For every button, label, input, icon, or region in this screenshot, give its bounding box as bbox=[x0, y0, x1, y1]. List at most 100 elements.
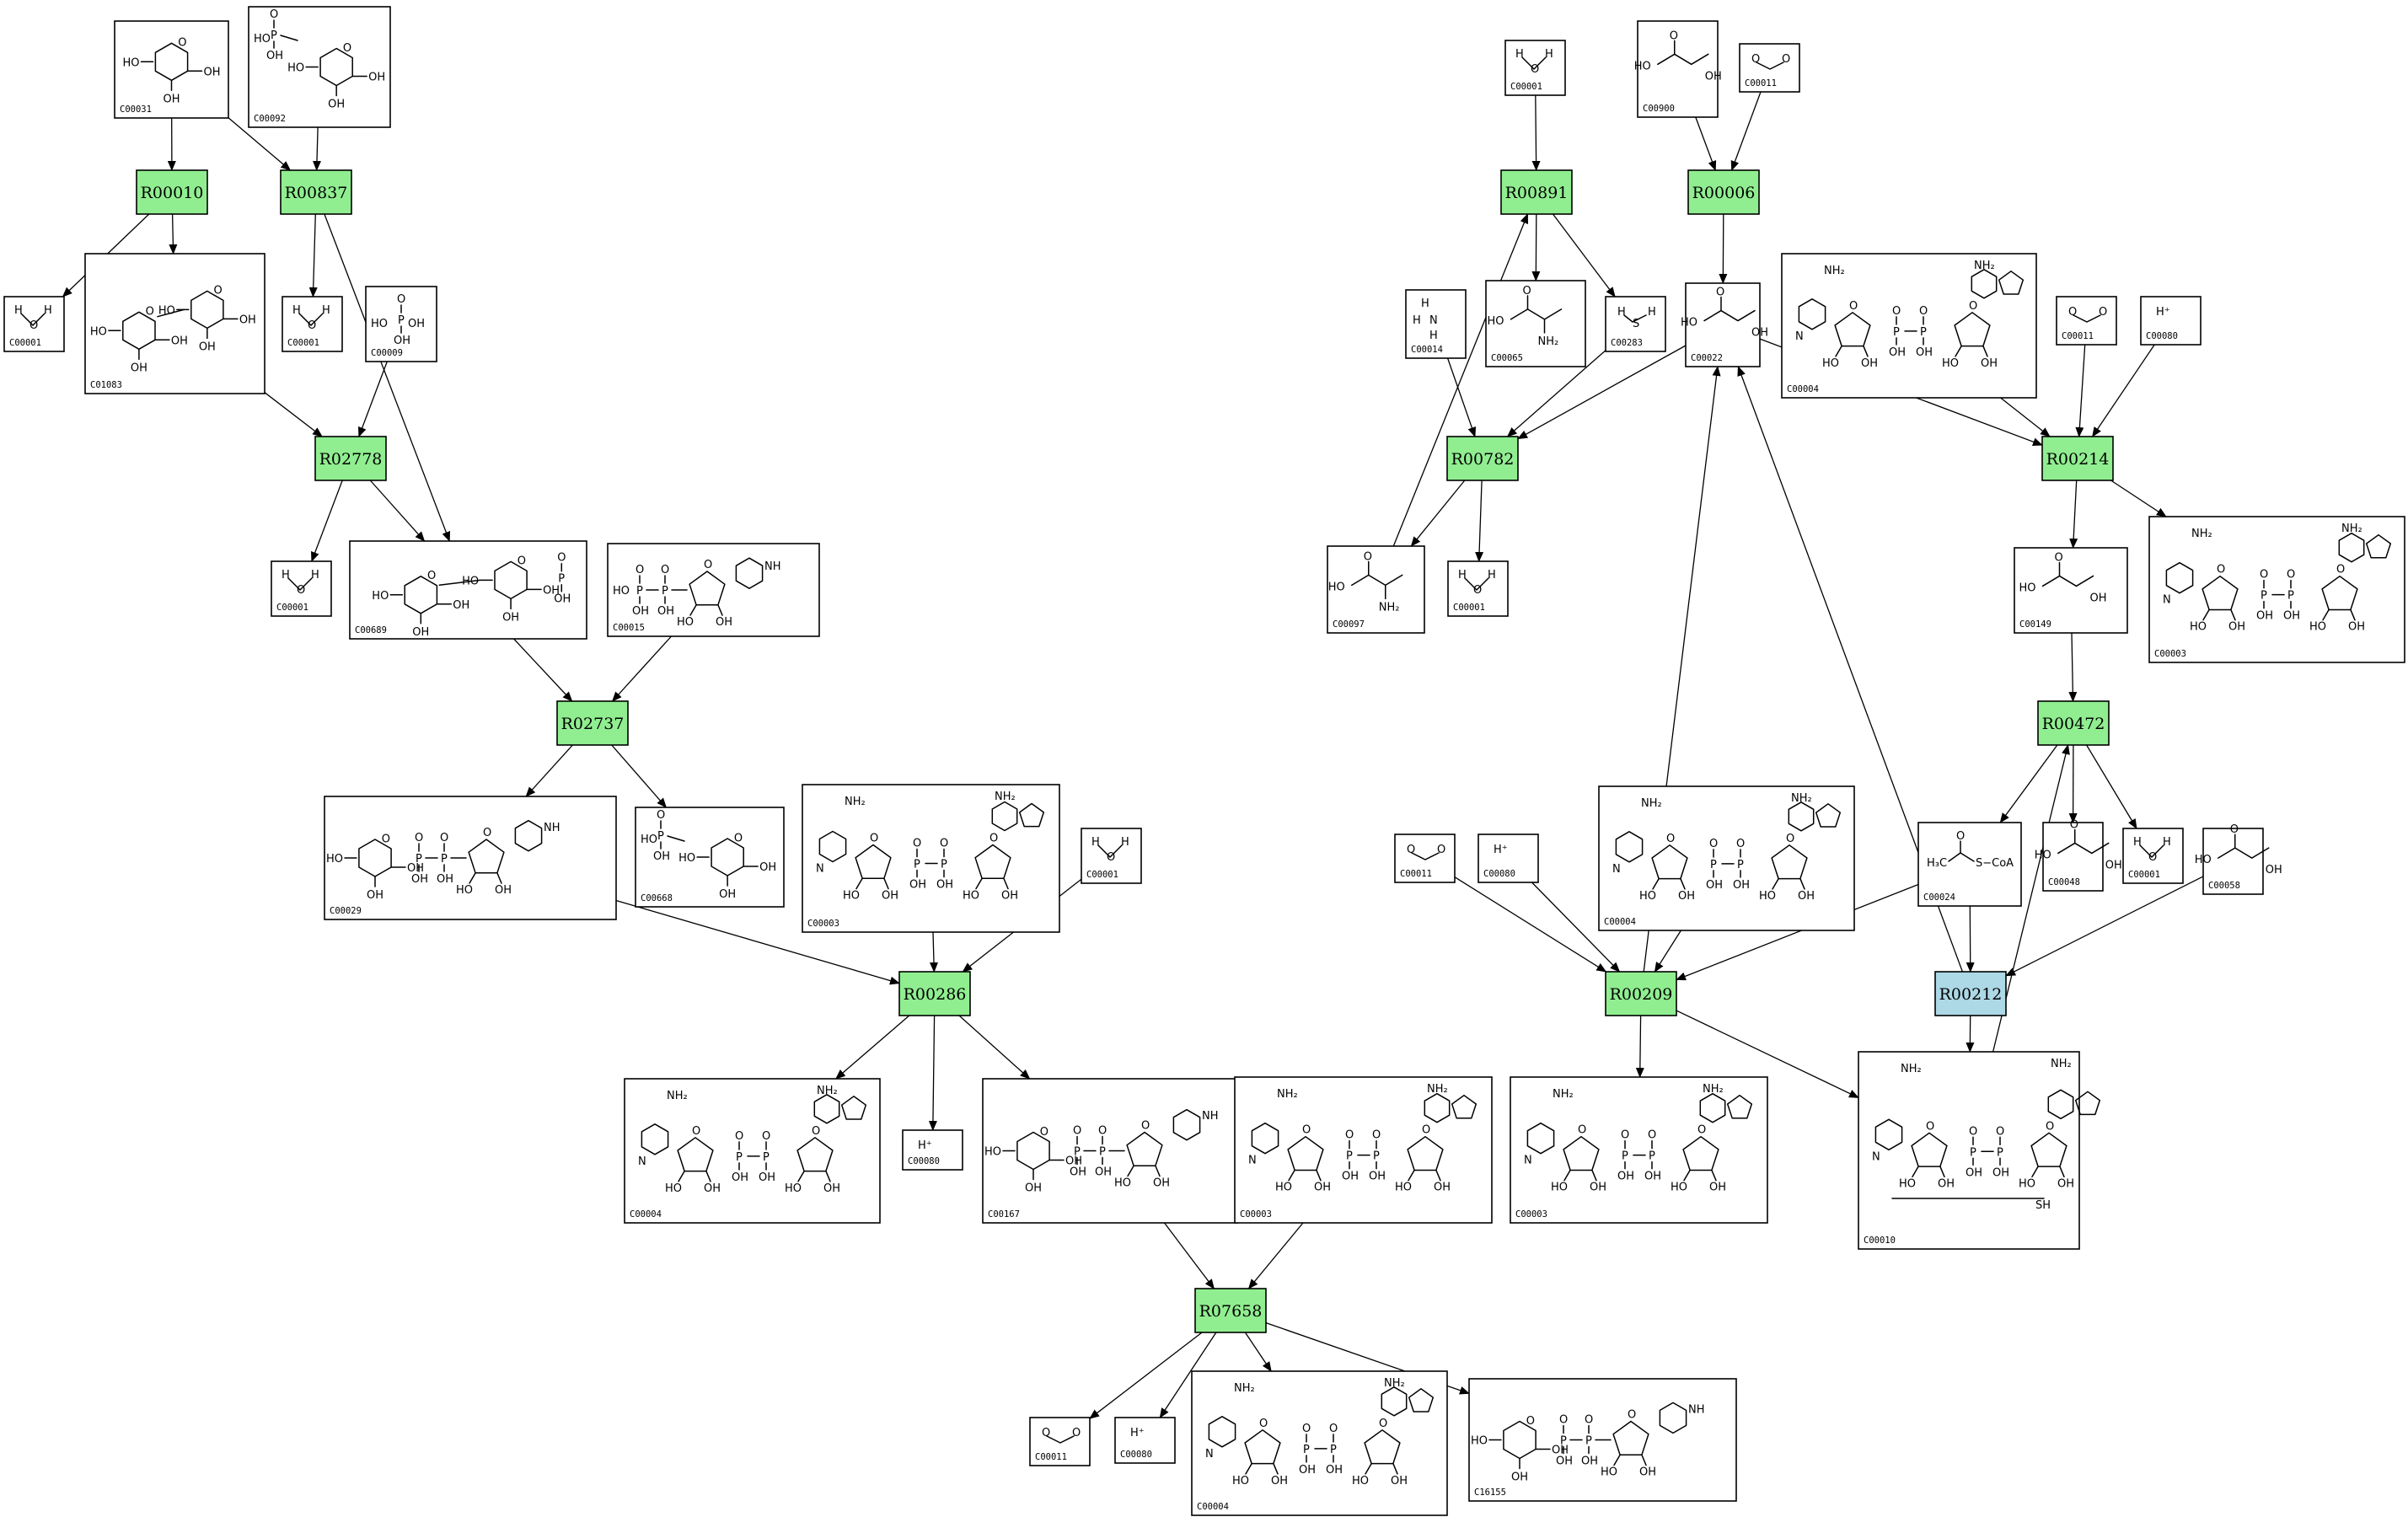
hydroxyl-bond bbox=[1288, 1169, 1295, 1182]
phosphorus-label: P bbox=[2261, 590, 2267, 603]
purine-ring bbox=[1699, 1092, 1726, 1123]
reaction-box bbox=[314, 436, 387, 481]
reaction-node[interactable]: R00891 bbox=[1500, 169, 1573, 215]
glycosidic-bond bbox=[157, 308, 185, 318]
hydroxyl-label: OH bbox=[716, 616, 732, 629]
hydroxyl-label: OH bbox=[1981, 357, 1998, 370]
water-bond bbox=[287, 577, 313, 591]
reaction-node[interactable]: R00006 bbox=[1687, 169, 1760, 215]
compound-node[interactable]: H⁺C00080 bbox=[1478, 834, 1539, 883]
reaction-edge bbox=[1719, 213, 1728, 284]
reaction-node[interactable]: R00286 bbox=[898, 971, 971, 1016]
compound-box bbox=[2014, 547, 2128, 634]
reaction-node[interactable]: R07658 bbox=[1194, 1288, 1267, 1333]
oxygen-label: O bbox=[1407, 844, 1415, 856]
compound-node[interactable]: H⁺C00080 bbox=[1114, 1417, 1176, 1464]
purine-ring bbox=[991, 801, 1018, 832]
hydroxyl-label: HO bbox=[1759, 890, 1776, 903]
oxygen-label: O bbox=[1098, 1125, 1107, 1138]
hydroxyl-label: OH bbox=[412, 626, 429, 639]
hydroxyl-label: OH bbox=[1992, 1166, 2009, 1179]
reaction-node[interactable]: R00209 bbox=[1605, 971, 1677, 1016]
structure-drawing: H⁺ bbox=[2156, 306, 2170, 319]
ring-oxygen-label: O bbox=[1628, 1409, 1636, 1422]
hydroxyl-label: OH bbox=[2348, 621, 2365, 634]
compound-id-label: C00001 bbox=[276, 603, 308, 613]
reaction-node[interactable]: R00472 bbox=[2037, 700, 2110, 746]
oxygen-label: O bbox=[1042, 1427, 1050, 1439]
ribose-ring bbox=[1563, 1135, 1600, 1171]
phosphorus-label: P bbox=[1560, 1435, 1567, 1448]
hydroxyl-label: OH bbox=[1299, 1464, 1316, 1477]
compound-node[interactable]: H⁺C00080 bbox=[2140, 296, 2202, 346]
imidazole-ring bbox=[840, 1096, 867, 1120]
ribose-ring bbox=[1834, 312, 1871, 347]
reaction-node[interactable]: R00214 bbox=[2041, 436, 2114, 481]
hydroxyl-label: HO bbox=[90, 325, 107, 338]
compound-box bbox=[607, 543, 820, 637]
reaction-node[interactable]: R00837 bbox=[280, 169, 352, 215]
reaction-node[interactable]: R00010 bbox=[136, 169, 208, 215]
imidazole-ring bbox=[2365, 533, 2392, 559]
compound-box bbox=[1191, 1370, 1448, 1516]
ribose-ring bbox=[1364, 1429, 1401, 1465]
reaction-node[interactable]: R02778 bbox=[314, 436, 387, 481]
hydroxyl-label: OH bbox=[1434, 1182, 1451, 1194]
reaction-node[interactable]: R00212 bbox=[1934, 971, 2007, 1016]
hydrogen-label: H bbox=[1515, 48, 1524, 61]
reaction-node[interactable]: R02737 bbox=[556, 700, 629, 746]
oxygen-label: O bbox=[2068, 306, 2077, 319]
oxygen-label: O bbox=[2260, 569, 2268, 582]
reaction-node[interactable]: R00782 bbox=[1446, 436, 1519, 481]
reaction-edge bbox=[1392, 213, 1529, 547]
purine-ring bbox=[1381, 1386, 1408, 1417]
oxygen-label: O bbox=[1073, 1125, 1081, 1138]
compound-node[interactable]: H⁺C00080 bbox=[902, 1129, 963, 1171]
compound-box bbox=[1234, 1076, 1493, 1224]
compound-id-label: C00001 bbox=[1510, 82, 1542, 92]
oxygen-label: O bbox=[1716, 287, 1724, 299]
hydroxyl-label: HO bbox=[677, 616, 694, 629]
